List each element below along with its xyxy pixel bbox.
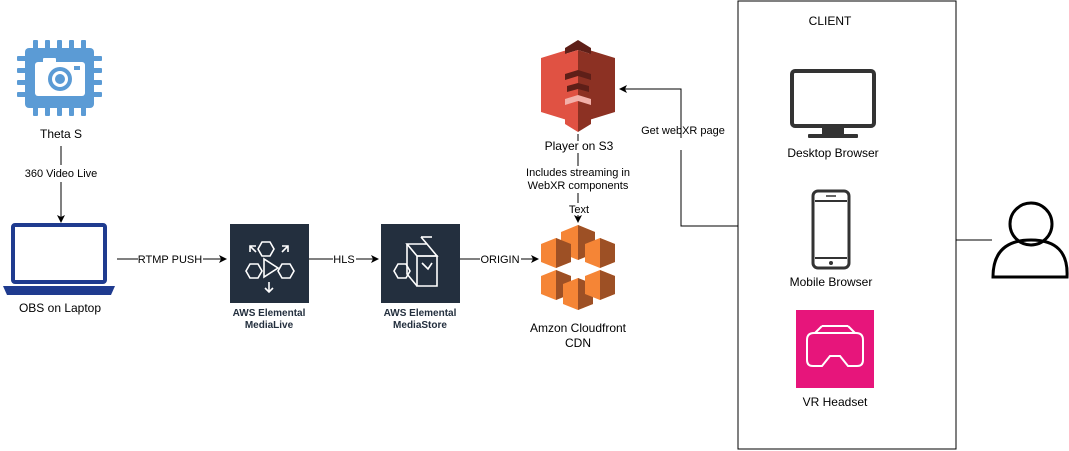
label-webxr-components: WebXR components [528,180,629,192]
camera-chip-icon [17,40,102,116]
label-hls: HLS [333,254,354,266]
client-group: CLIENT Desktop Browser Mobile Browser [737,0,957,450]
node-laptop: OBS on Laptop [3,223,115,315]
mobile-browser-label: Mobile Browser [790,275,873,289]
node-theta-s: Theta S [17,40,102,141]
client-title: CLIENT [809,14,852,28]
aws-cloudfront-icon [541,225,615,310]
mediastore-label-line2: MediaStore [393,320,447,331]
label-origin: ORIGIN [480,254,519,266]
aws-mediastore-icon [381,224,460,303]
label-get-webxr-page: Get webXR page [641,125,725,137]
node-medialive: AWS Elemental MediaLive [230,224,309,331]
node-user [991,201,1069,279]
label-includes-streaming: Includes streaming in [526,167,630,179]
vr-headset-label: VR Headset [803,395,868,409]
edge-client-s3-a [680,150,738,227]
smartphone-icon [811,189,851,270]
vr-headset-icon [796,310,874,388]
aws-s3-icon [541,40,615,132]
monitor-icon [790,69,876,138]
theta-s-label: Theta S [40,127,82,141]
node-vr-headset: VR Headset [796,310,874,409]
edge-client-s3 [619,85,682,138]
label-rtmp-push: RTMP PUSH [138,254,202,266]
node-desktop-browser: Desktop Browser [787,69,879,160]
cloudfront-label-line1: Amzon Cloudfront [530,321,627,335]
node-mobile-browser: Mobile Browser [790,189,873,289]
s3-label: Player on S3 [545,139,614,153]
label-360-video-live: 360 Video Live [25,168,98,180]
medialive-label-line1: AWS Elemental [233,308,306,319]
cloudfront-label-line2: CDN [565,336,591,350]
laptop-label: OBS on Laptop [19,301,101,315]
node-cloudfront: Amzon Cloudfront CDN [530,225,627,350]
medialive-label-line2: MediaLive [245,320,294,331]
node-mediastore: AWS Elemental MediaStore [381,224,460,331]
node-s3: Player on S3 [541,40,615,153]
aws-medialive-icon [230,224,309,303]
user-icon [991,201,1069,279]
desktop-browser-label: Desktop Browser [787,146,878,160]
label-text: Text [569,204,589,216]
mediastore-label-line1: AWS Elemental [384,308,457,319]
laptop-icon [3,223,115,295]
edge-labels: 360 Video Live RTMP PUSH HLS ORIGIN Incl… [25,125,725,266]
